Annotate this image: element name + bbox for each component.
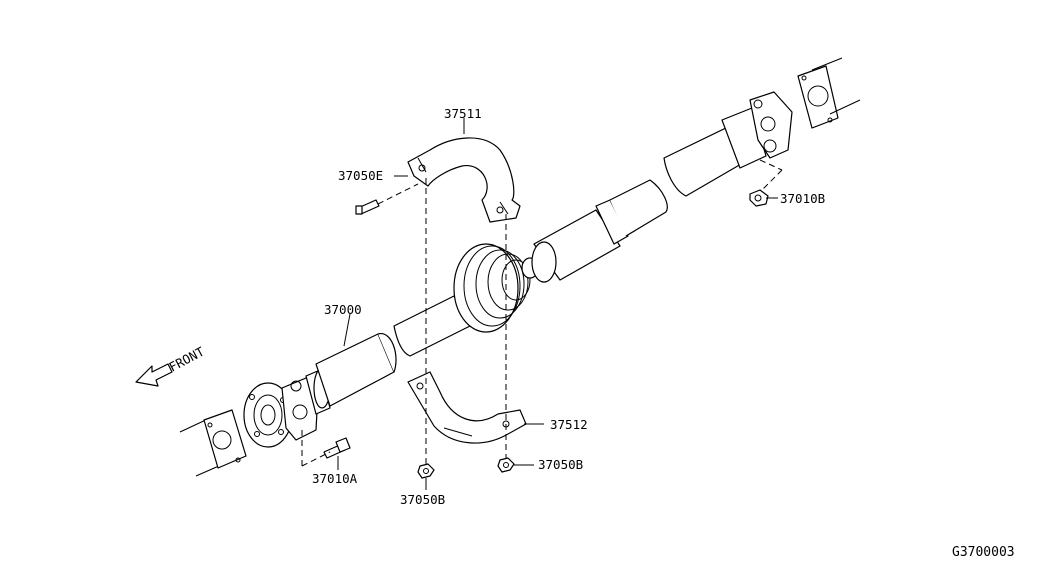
upper-bearing-bracket — [407, 137, 521, 223]
center-bearing — [453, 243, 539, 333]
rear-companion-flange-left — [179, 409, 247, 477]
label-37010b: 37010B — [780, 191, 825, 206]
rear-flange-yoke — [721, 57, 861, 169]
front-arrow-icon — [135, 363, 173, 387]
label-37511: 37511 — [444, 106, 482, 121]
front-label: FRONT — [166, 344, 207, 375]
label-37050b-right: 37050B — [538, 457, 583, 472]
label-37050e: 37050E — [338, 168, 383, 183]
lower-bearing-bracket — [407, 371, 527, 444]
label-37000: 37000 — [324, 302, 362, 317]
leader-lines — [337, 118, 778, 490]
front-direction-indicator: FRONT — [135, 344, 207, 387]
nut-37050b-left — [417, 463, 435, 479]
label-37050b-bottom: 37050B — [400, 492, 445, 507]
bolt-37010a — [323, 437, 351, 459]
assembly-guide-lines — [301, 159, 783, 467]
label-37512: 37512 — [550, 417, 588, 432]
front-shaft-tube — [305, 289, 489, 415]
figure-code: G3700003 — [952, 545, 1015, 560]
bolt-37050e — [355, 199, 380, 215]
nut-37010b — [749, 189, 769, 207]
front-flange-yoke — [243, 377, 319, 448]
rear-shaft-tube — [531, 125, 749, 283]
nut-37050b-right — [497, 457, 515, 473]
label-37010a: 37010A — [312, 471, 358, 486]
